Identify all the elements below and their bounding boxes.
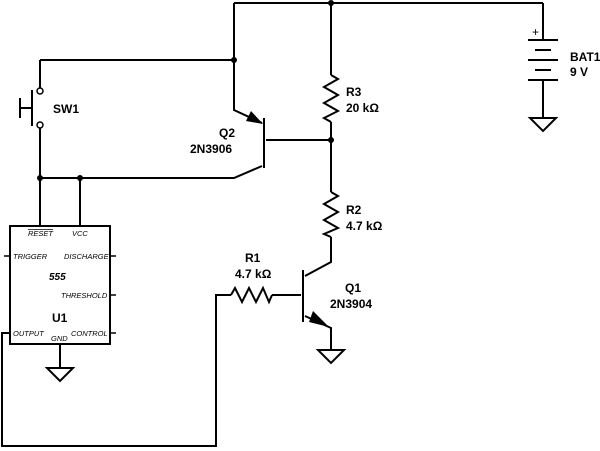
pin-gnd-label: GND — [51, 334, 68, 343]
transistor-q1: Q1 2N3904 — [302, 270, 372, 365]
pin-control-label: CONTROL — [71, 329, 108, 338]
junction-dot — [37, 175, 43, 181]
switch-name: SW1 — [53, 102, 79, 116]
resistor-r1: R1 4.7 kΩ — [230, 251, 273, 305]
r2-name: R2 — [346, 203, 362, 217]
battery-bat1: + BAT1 9 V — [527, 25, 600, 133]
ground-symbol — [527, 117, 559, 133]
q1-part: 2N3904 — [330, 297, 372, 311]
battery-name: BAT1 — [570, 50, 600, 64]
timer-part-number: 555 — [49, 272, 66, 283]
junction-dot — [328, 137, 334, 143]
pin-vcc-label: VCC — [72, 229, 88, 238]
pin-output-label: OUTPUT — [13, 329, 45, 338]
timer-body — [9, 225, 111, 345]
q1-emitter-arrow — [309, 311, 329, 327]
pin-reset-label: RESET — [28, 229, 54, 238]
r1-value: 4.7 kΩ — [235, 267, 272, 281]
pin-trigger-label: TRIGGER — [13, 252, 48, 261]
switch-contact-bottom — [36, 121, 44, 129]
battery-symbol — [528, 39, 558, 81]
junction-dot — [77, 175, 83, 181]
switch-sw1: SW1 — [19, 87, 79, 129]
r3-name: R3 — [346, 85, 362, 99]
timer-name: U1 — [52, 311, 68, 325]
timer-u1: RESET VCC TRIGGER DISCHARGE 555 THRESHOL… — [4, 225, 116, 383]
pin-threshold-label: THRESHOLD — [61, 291, 108, 300]
q2-name: Q2 — [219, 126, 235, 140]
r3-value: 20 kΩ — [346, 101, 379, 115]
q1-name: Q1 — [345, 281, 361, 295]
r2-zigzag — [321, 191, 341, 238]
wires — [1, 2, 544, 447]
r1-name: R1 — [245, 251, 261, 265]
wire-vcc-reset-bus — [40, 165, 263, 179]
wire-output-loop — [1, 294, 231, 447]
r2-value: 4.7 kΩ — [346, 219, 383, 233]
switch-contact-top — [36, 87, 44, 95]
pin-discharge-label: DISCHARGE — [64, 252, 110, 261]
r1-zigzag — [230, 285, 273, 305]
r3-zigzag — [321, 74, 341, 123]
resistor-r2: R2 4.7 kΩ — [321, 191, 383, 238]
q2-part: 2N3906 — [190, 142, 232, 156]
transistor-q2: Q2 2N3906 — [190, 111, 265, 168]
battery-plus-sign: + — [532, 25, 539, 39]
q2-emitter-arrow — [246, 111, 263, 124]
ground-symbol — [44, 367, 76, 383]
junction-dot — [328, 0, 334, 6]
wire-q2-emitter — [233, 3, 263, 124]
junctions — [37, 0, 334, 181]
junction-dot — [231, 57, 237, 63]
battery-value: 9 V — [570, 65, 588, 79]
resistor-r3: R3 20 kΩ — [321, 74, 379, 123]
ground-symbol — [315, 349, 347, 365]
wire-r2-q1-collector — [304, 237, 332, 277]
